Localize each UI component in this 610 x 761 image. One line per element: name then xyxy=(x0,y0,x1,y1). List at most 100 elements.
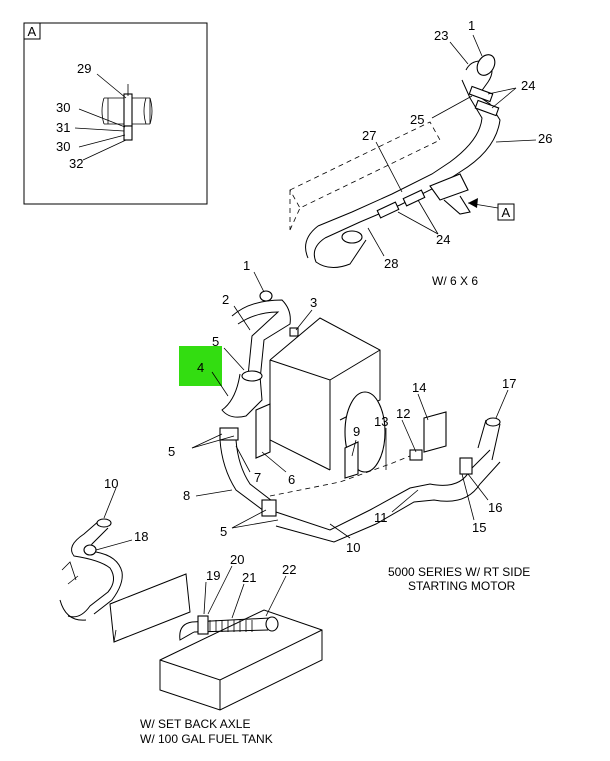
callout-11: 11 xyxy=(374,510,388,525)
caption-fuel-line1: W/ SET BACK AXLE xyxy=(140,717,250,731)
leader-28 xyxy=(367,227,385,257)
leader-23 xyxy=(449,41,469,65)
fuel-tank-edges xyxy=(159,629,323,710)
pipe-21-corrugations xyxy=(209,620,253,632)
engine-block-ridge xyxy=(269,349,381,381)
highlight-part-4[interactable] xyxy=(179,346,222,386)
callout-18: 18 xyxy=(134,529,148,544)
pipe-8-inner xyxy=(235,439,277,505)
leader-24-bottom-b xyxy=(417,199,439,235)
callout-3: 3 xyxy=(310,295,317,310)
clamp-25 xyxy=(468,85,494,103)
callout-26: 26 xyxy=(538,131,552,146)
leader-29 xyxy=(96,73,127,99)
callout-1-top: 1 xyxy=(468,18,475,33)
clamp-16 xyxy=(459,457,473,475)
callout-4: 4 xyxy=(197,360,204,375)
leader-2 xyxy=(233,305,251,331)
leader-5-top xyxy=(223,347,245,371)
frame-crossmember xyxy=(109,573,191,643)
callout-10-left: 10 xyxy=(104,476,118,491)
leader-8 xyxy=(195,489,233,497)
callout-23: 23 xyxy=(434,28,448,43)
pipe-17 xyxy=(477,419,501,461)
clamp-3 xyxy=(289,327,299,337)
leader-17 xyxy=(495,389,509,419)
detail-pipe-edges xyxy=(107,98,151,124)
gasket-1-top xyxy=(476,54,496,76)
callout-15: 15 xyxy=(472,520,486,535)
detail-tag-label: A xyxy=(28,24,37,39)
leader-5-mid-b xyxy=(191,435,235,449)
leader-7 xyxy=(235,445,251,473)
exhaust-pipe-28-elbow xyxy=(313,237,367,268)
clamp-24-lower-b xyxy=(402,189,426,207)
leader-20 xyxy=(207,565,233,615)
clamp-24-lower-a xyxy=(376,201,400,219)
pipe-10-left-outer xyxy=(67,519,114,618)
caption-5000-line2: STARTING MOTOR xyxy=(408,579,516,593)
callout-20: 20 xyxy=(230,552,244,567)
callout-14: 14 xyxy=(412,380,426,395)
callout-13: 13 xyxy=(374,414,388,429)
bracket-14 xyxy=(423,411,447,453)
leader-31 xyxy=(74,127,125,132)
clamp-24-upper xyxy=(474,99,500,117)
callout-21: 21 xyxy=(242,570,256,585)
pipe-28-opening xyxy=(341,230,363,244)
leader-22 xyxy=(265,575,287,617)
callout-24-bottom: 24 xyxy=(436,232,450,247)
callout-8: 8 xyxy=(183,488,190,503)
callout-22: 22 xyxy=(282,562,296,577)
detail-view-a: A 29 30 31 30 32 xyxy=(23,22,208,205)
leader-21 xyxy=(231,583,245,619)
clamp-20 xyxy=(197,615,209,635)
exhaust-pipe-28-inner xyxy=(305,225,319,259)
pipe-22-end xyxy=(265,616,279,632)
callout-24-top: 24 xyxy=(521,78,535,93)
callout-28: 28 xyxy=(384,256,398,271)
setback-axle-pipe-view: 10 18 xyxy=(59,476,191,643)
leader-26 xyxy=(495,139,537,143)
callout-30-lower: 30 xyxy=(56,139,70,154)
detail-pipe-break xyxy=(101,97,153,125)
leader-5-low-b xyxy=(231,519,279,529)
callout-30-upper: 30 xyxy=(56,100,70,115)
callout-31: 31 xyxy=(56,120,70,135)
pipe-10-left-opening xyxy=(96,518,112,528)
leader-5-low-a xyxy=(231,509,267,529)
detail-clamp-bolt xyxy=(123,125,133,141)
callout-2: 2 xyxy=(222,292,229,307)
callout-32: 32 xyxy=(69,156,83,171)
bracket-27-tab xyxy=(443,195,471,215)
leader-1-main xyxy=(253,271,265,293)
callout-5-top: 5 xyxy=(212,334,219,349)
leader-12 xyxy=(401,419,417,453)
caption-6x6: W/ 6 X 6 xyxy=(432,274,478,288)
leader-5-mid-a xyxy=(191,433,223,449)
detail-tag-box xyxy=(23,22,41,40)
callout-6: 6 xyxy=(288,472,295,487)
fuel-tank-view: 20 19 21 22 W/ SET BACK AXLE W/ 100 GAL … xyxy=(140,552,323,746)
frame-rail-dashed xyxy=(289,121,441,209)
ref-tag-box xyxy=(497,203,515,221)
six-by-six-view: A 1 23 24 25 27 26 24 28 W/ 6 X 6 xyxy=(289,18,552,288)
ref-tag-label: A xyxy=(502,205,511,220)
leader-16 xyxy=(467,473,489,501)
fuel-tank-outline xyxy=(159,609,323,711)
clamp-5-lower xyxy=(261,499,277,517)
detail-box-border xyxy=(23,22,208,205)
frame-rail-side xyxy=(289,190,301,231)
leader-30b xyxy=(78,134,126,148)
gasket-1-main xyxy=(259,290,273,302)
clamp-18 xyxy=(83,544,97,556)
leader-6 xyxy=(261,451,287,473)
bracket-6 xyxy=(255,403,271,459)
leader-4 xyxy=(211,371,229,397)
main-view: 1 2 3 5 4 5 7 6 8 9 13 12 14 17 11 16 15… xyxy=(168,258,530,593)
leader-14 xyxy=(417,393,429,421)
leader-27 xyxy=(375,141,403,193)
bracket-9 xyxy=(344,441,359,479)
callout-19: 19 xyxy=(206,568,220,583)
